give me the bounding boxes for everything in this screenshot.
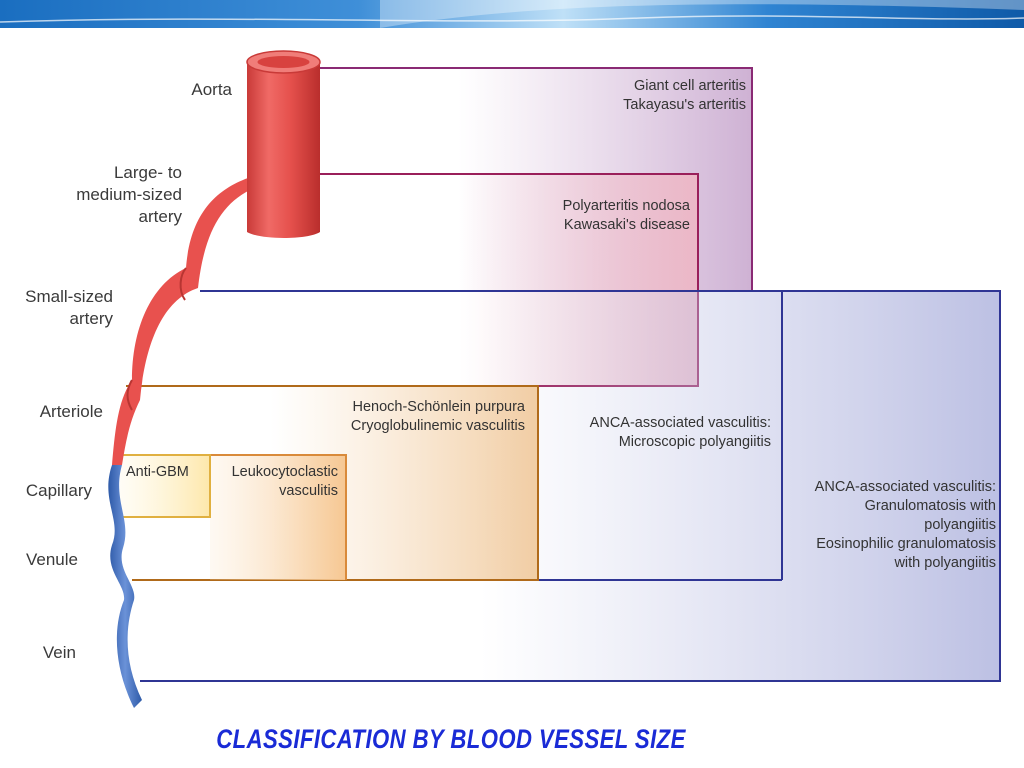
leukocytoclastic-region [210,454,347,580]
slide-title: Classification by blood vessel size [216,724,686,754]
leuko-line1: Leukocytoclastic [231,464,338,480]
label-capillary: Capillary [25,481,92,500]
disease-immune-complex: Henoch-Schönlein purpura Cryoglobulinemi… [300,398,525,436]
kawasaki-disease: Kawasaki's disease [563,217,690,233]
takayasu-arteritis: Takayasu's arteritis [623,97,746,113]
label-aorta: Aorta [191,80,232,99]
giant-cell-arteritis: Giant cell arteritis [633,78,746,94]
label-large-medium-line2: medium-sized [76,185,182,204]
leuko-line2: vasculitis [279,483,338,499]
label-small-line1: Small-sized [25,287,113,306]
header-banner [0,0,1024,28]
disease-leukocytoclastic: Leukocytoclastic vasculitis [210,463,338,501]
anca-mpa-line1: ANCA-associated vasculitis: [589,415,771,431]
disease-anca-mpa: ANCA-associated vasculitis: Microscopic … [545,414,771,452]
disease-large-vessel: Giant cell arteritis Takayasu's arteriti… [540,77,746,115]
cryoglobulinemic-vasculitis: Cryoglobulinemic vasculitis [350,418,525,434]
anca-gpa-line5: with polyangiitis [894,555,996,571]
label-large-medium-line1: Large- to [113,163,182,182]
disease-medium-vessel: Polyarteritis nodosa Kawasaki's disease [480,197,690,235]
label-arteriole: Arteriole [39,402,103,421]
polyarteritis-nodosa: Polyarteritis nodosa [562,198,690,214]
anca-gpa-line1: ANCA-associated vasculitis: [814,479,996,495]
label-large-medium-artery: Large- to medium-sized artery [40,162,182,228]
disease-anca-gpa-egpa: ANCA-associated vasculitis: Granulomatos… [780,478,996,573]
disease-anti-gbm: Anti-GBM [126,464,189,480]
label-venule: Venule [26,550,78,569]
anca-gpa-line4: Eosinophilic granulomatosis [816,536,996,552]
label-vein: Vein [42,643,76,662]
blood-vessel-illustration [108,50,321,708]
anca-mpa-line2: Microscopic polyangiitis [618,434,771,450]
anca-gpa-line3: polyangiitis [924,517,996,533]
anca-gpa-line2: Granulomatosis with [864,498,996,514]
label-large-medium-line3: artery [138,207,182,226]
artery-segment [112,178,250,465]
label-small-artery: Small-sized artery [0,286,113,330]
aorta-cylinder [247,62,320,238]
anti-gbm-region [120,454,211,518]
label-small-line2: artery [69,309,113,328]
vein-segment [108,465,142,708]
henoch-schonlein-purpura: Henoch-Schönlein purpura [352,399,526,415]
